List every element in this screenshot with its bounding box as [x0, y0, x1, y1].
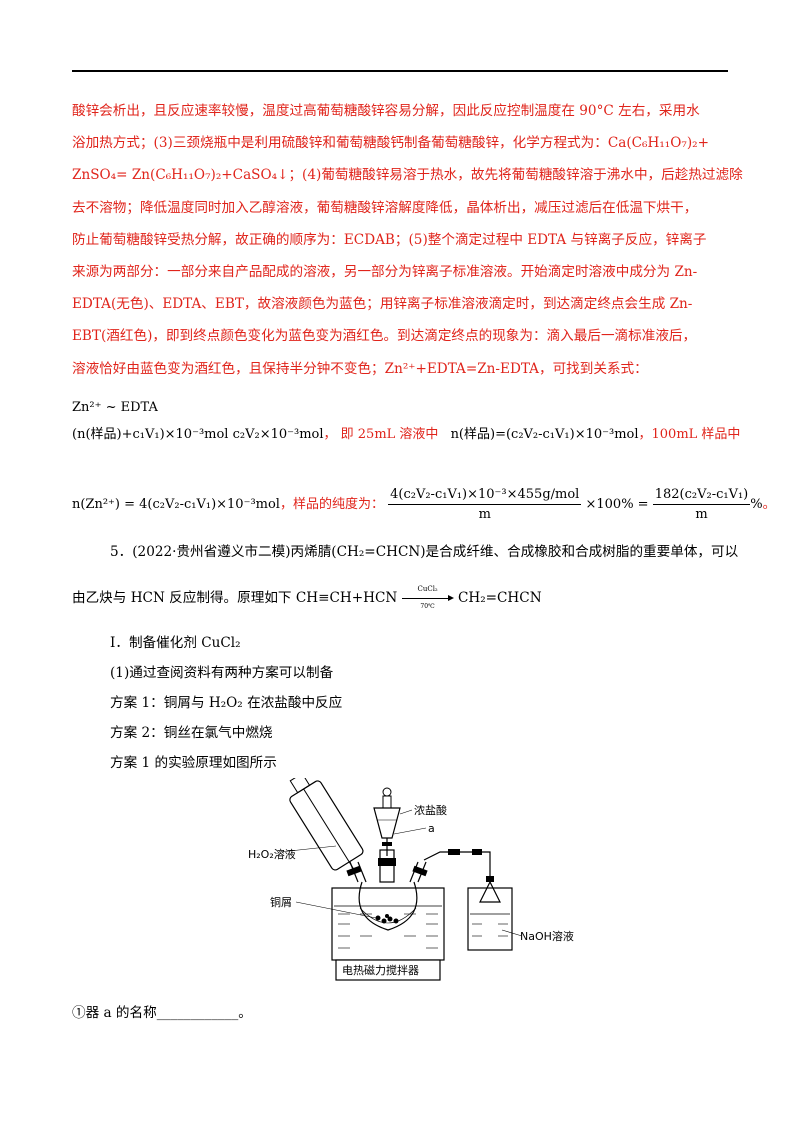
answer-line: EBT(酒红色)，即到终点颜色变化为蓝色变为酒红色。到达滴定终点的现象为：滴入最… [72, 328, 697, 345]
inverted-funnel [479, 880, 501, 903]
apparatus-diagram: 电热磁力搅拌器 浓盐酸 a H₂O₂溶液 铜屑 NaOH溶液 [248, 778, 574, 981]
relation-text-2: ，100mL 样品中 [638, 427, 741, 442]
purity-mid: ×100% = [585, 497, 649, 512]
fraction-numerator: 4(c₂V₂-c₁V₁)×10⁻³×455g/mol [388, 487, 582, 505]
h2o2-tube [289, 778, 364, 871]
arrow-catalyst: CuCl₂ [417, 584, 438, 593]
purity-equation: n(Zn²⁺) = 4(c₂V₂-c₁V₁)×10⁻³mol，样品的纯度为： 4… [72, 487, 776, 522]
answer-line: EDTA(无色)、EDTA、EBT，故溶液颜色为蓝色；用锌离子标准溶液滴定时，到… [72, 296, 693, 313]
relation-line-2: (n(样品)+c₁V₁)×10⁻³mol c₂V₂×10⁻³mol， 即 25m… [72, 423, 740, 442]
answer-line: 浴加热方式；(3)三颈烧瓶中是利用硫酸锌和葡萄糖酸钙制备葡萄糖酸锌，化学方程式为… [72, 135, 709, 152]
relation-formula: n(样品)=(c₂V₂-c₁V₁)×10⁻³mol [450, 427, 639, 442]
scheme-2: 方案 2：铜丝在氯气中燃烧 [110, 725, 273, 741]
purity-fraction-2: 182(c₂V₂-c₁V₁) m [652, 487, 751, 522]
h2o2-label: H₂O₂溶液 [248, 847, 296, 861]
copper-label: 铜屑 [270, 895, 292, 909]
relation-expression: (n(样品)+c₁V₁)×10⁻³mol c₂V₂×10⁻³mol [72, 427, 324, 442]
reaction-product: CH₂=CHCN [457, 590, 542, 606]
relation-line-1: Zn²⁺ ~ EDTA [72, 400, 158, 415]
fraction-denominator: m [695, 507, 708, 522]
purity-fraction-1: 4(c₂V₂-c₁V₁)×10⁻³×455g/mol m [388, 487, 582, 522]
naoh-beaker [467, 887, 513, 951]
relation-text: ， 即 25mL 溶液中 [323, 427, 439, 442]
apparatus-a-label: a [428, 822, 435, 835]
answer-paragraph: 酸锌会析出，且反应速率较慢，温度过高葡萄糖酸锌容易分解，因此反应控制温度在 90… [72, 95, 743, 385]
scheme-1: 方案 1：铜屑与 H₂O₂ 在浓盐酸中反应 [110, 695, 343, 711]
copper-scraps [375, 914, 399, 924]
paragraph-1: (1)通过查阅资料有两种方案可以制备 [110, 665, 334, 681]
stirrer-label: 电热磁力搅拌器 [342, 963, 419, 977]
purity-lhs: n(Zn²⁺) = 4(c₂V₂-c₁V₁)×10⁻³mol [72, 497, 280, 512]
end-mark: 。 [762, 497, 776, 512]
answer-line: 酸锌会析出，且反应速率较慢，温度过高葡萄糖酸锌容易分解，因此反应控制温度在 90… [72, 103, 700, 119]
naoh-label: NaOH溶液 [520, 929, 574, 943]
fraction-denominator: m [478, 507, 491, 522]
purity-label: ，样品的纯度为： [279, 497, 384, 512]
three-neck-flask [358, 881, 418, 931]
fraction-numerator: 182(c₂V₂-c₁V₁) [652, 487, 751, 505]
reaction-reactants: 由乙炔与 HCN 反应制得。原理如下 CH≡CH+HCN [72, 590, 398, 606]
answer-line: 去不溶物；降低温度同时加入乙醇溶液，葡萄糖酸锌溶解度降低，晶体析出，减压过滤后在… [72, 199, 698, 216]
answer-line: ZnSO₄= Zn(C₆H₁₁O₇)₂+CaSO₄↓；(4)葡萄糖酸锌易溶于热水… [72, 167, 743, 184]
stirrer-label-box [335, 959, 441, 981]
answer-line: 防止葡萄糖酸锌受热分解，故正确的顺序为：ECDAB；(5)整个滴定过程中 EDT… [72, 231, 707, 248]
reaction-arrow: CuCl₂ 70℃ [401, 585, 454, 610]
arrow-temperature: 70℃ [420, 602, 435, 610]
gas-outlet-tube [423, 851, 491, 882]
sub-question-1: ①器 a 的名称____________。 [72, 1005, 252, 1021]
answer-line: 来源为两部分：一部分来自产品配成的溶液，另一部分为锌离子标准溶液。开始滴定时溶液… [72, 264, 698, 281]
conc-hcl-label: 浓盐酸 [414, 803, 447, 817]
question-5-line-1: 5．(2022·贵州省遵义市二模)丙烯腈(CH₂=CHCN)是合成纤维、合成橡胶… [110, 544, 739, 560]
percent-sign: % [750, 497, 763, 512]
part-I-heading: Ⅰ．制备催化剂 CuCl₂ [110, 635, 241, 651]
question-5-line-2: 由乙炔与 HCN 反应制得。原理如下 CH≡CH+HCN CuCl₂ 70℃ C… [72, 585, 542, 610]
scheme-figure-caption: 方案 1 的实验原理如图所示 [110, 755, 277, 771]
answer-line: 溶液恰好由蓝色变为酒红色，且保持半分钟不变色；Zn²⁺+EDTA=Zn-EDTA… [72, 360, 648, 377]
header-rule [72, 70, 728, 72]
